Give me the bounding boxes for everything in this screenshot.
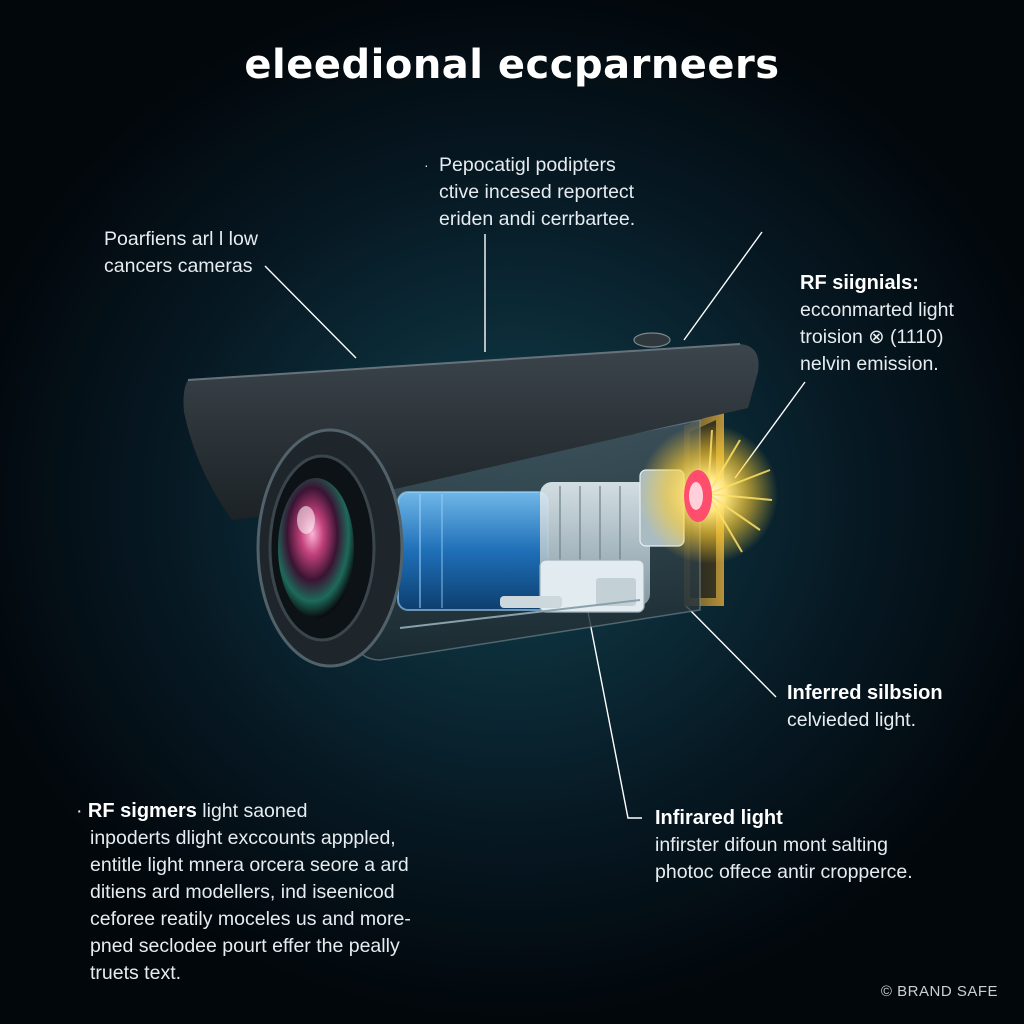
label-line: photoc offece antir cropperce. <box>655 861 913 883</box>
label-bottom-left: · RF sigmers light saoned inpoderts dlig… <box>76 798 411 987</box>
label-heading: Inferred silbsion <box>787 682 943 704</box>
label-heading-rest: light saoned <box>196 800 308 822</box>
label-heading: Infirared light <box>655 807 783 829</box>
label-line: Poarfiens arl l low <box>104 228 258 250</box>
label-heading: RF siignials: <box>800 272 919 294</box>
label-line: nelvin emission. <box>800 353 939 375</box>
label-line: celvieded light. <box>787 709 916 731</box>
label-line: ctive incesed reportect <box>439 181 635 203</box>
label-line: entitle light mnera orcera seore a ard <box>90 854 409 876</box>
label-line: ceforee reatily moceles us and more- <box>90 908 411 930</box>
label-line: infirster difoun mont salting <box>655 834 889 856</box>
callout-lines <box>264 231 806 819</box>
label-line: truets text. <box>90 962 182 984</box>
label-line: inpoderts dlight exccounts apppled, <box>90 827 396 849</box>
label-line: ecconmarted light <box>800 299 954 321</box>
bullet-icon: · <box>76 800 83 822</box>
label-line: troision ⊗ (1110) <box>800 326 944 348</box>
label-line: pned seclodee pourt effer the peally <box>90 935 400 957</box>
label-line: ditiens ard modellers, ind iseenicod <box>90 881 395 903</box>
diagram-title: eleedional eccparneers <box>244 42 780 88</box>
label-right-middle: Inferred silbsion celvieded light. <box>787 680 943 734</box>
label-right-lower: Infirared light infirster difoun mont sa… <box>655 805 913 886</box>
label-top-center: · Pepocatigl podipters ctive incesed rep… <box>424 152 636 233</box>
label-heading: RF sigmers <box>87 800 197 822</box>
label-line: cancers cameras <box>104 255 253 277</box>
optic-tube <box>398 492 548 610</box>
label-line: Pepocatigl podipters <box>439 154 616 176</box>
label-line: eriden andi cerrbartee. <box>439 208 636 230</box>
label-right-upper: RF siignials: ecconmarted light troision… <box>800 270 954 378</box>
brand-watermark: © BRAND SAFE <box>880 983 998 1000</box>
bullet-icon: · <box>424 157 429 173</box>
lens-icon <box>278 478 354 618</box>
label-top-left: Poarfiens arl l low cancers cameras <box>104 226 258 280</box>
